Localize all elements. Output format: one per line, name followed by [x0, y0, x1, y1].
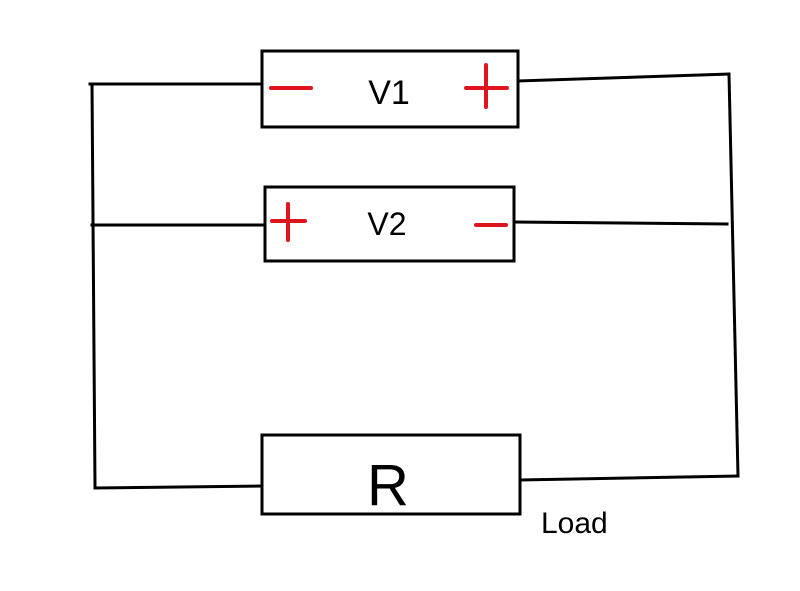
load-caption: Load: [541, 507, 608, 540]
source-v2: V2: [263, 185, 516, 263]
source-v1-label: V1: [368, 74, 410, 112]
v2-plus-icon: [270, 202, 307, 242]
load-resistor-body: [260, 433, 522, 516]
wire-load-left: [93, 484, 264, 490]
load-resistor: R: [260, 433, 522, 518]
v1-plus-icon: [464, 63, 509, 109]
wire-left-rail: [90, 82, 97, 490]
source-v2-body: [263, 185, 516, 263]
source-v2-label: V2: [367, 206, 406, 242]
wire-right-rail: [727, 72, 740, 478]
wire-load-right: [518, 474, 740, 482]
wire-v1-right: [516, 72, 731, 83]
load-resistor-symbol: R: [367, 453, 409, 518]
wire-v2-right: [512, 220, 729, 226]
source-v1: V1: [260, 49, 520, 129]
